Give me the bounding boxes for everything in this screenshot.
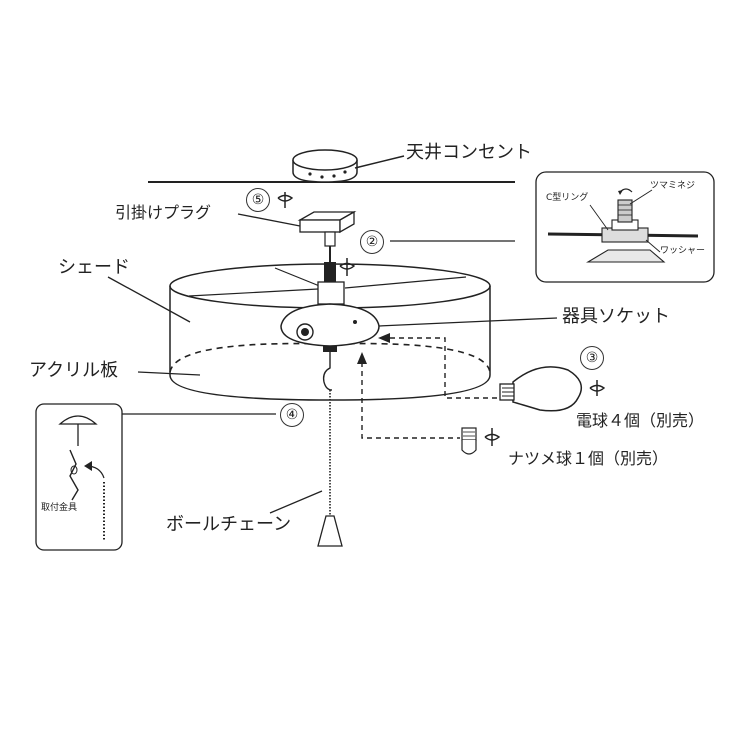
label-acrylic-plate: アクリル板 — [29, 360, 119, 381]
rotate-icon — [277, 192, 294, 208]
label-hook-plug: 引掛けプラグ — [115, 203, 212, 222]
label-shade: シェード — [58, 257, 130, 278]
ceiling-outlet-drawing — [292, 149, 405, 183]
step-5-badge: ⑤ — [246, 188, 270, 212]
rotate-icon — [339, 258, 356, 276]
label-night-bulb: ナツメ球１個（別売） — [508, 449, 669, 468]
night-bulb-drawing — [461, 427, 501, 455]
label-washer: ワッシャー — [660, 246, 706, 256]
label-bulb: 電球４個（別売） — [576, 411, 705, 430]
ball-chain-drawing — [269, 352, 343, 547]
hook-plug-drawing — [237, 210, 515, 284]
fixture-socket-drawing — [280, 281, 558, 439]
step-3-badge: ③ — [580, 346, 604, 370]
label-ceiling-outlet: 天井コンセント — [406, 142, 532, 163]
label-fixture-socket: 器具ソケット — [562, 306, 670, 327]
label-c-ring: C型リング — [546, 193, 589, 203]
label-mount-bracket: 取付金具 — [41, 503, 78, 513]
inset-mount-bracket — [35, 403, 276, 551]
step-4-badge: ④ — [280, 403, 304, 427]
label-knob-screw: ツマミネジ — [650, 181, 696, 191]
step-2-badge: ② — [360, 230, 384, 254]
label-ball-chain: ボールチェーン — [166, 514, 292, 535]
bulb-drawing — [499, 366, 606, 412]
inset-knob-screw — [535, 171, 715, 283]
